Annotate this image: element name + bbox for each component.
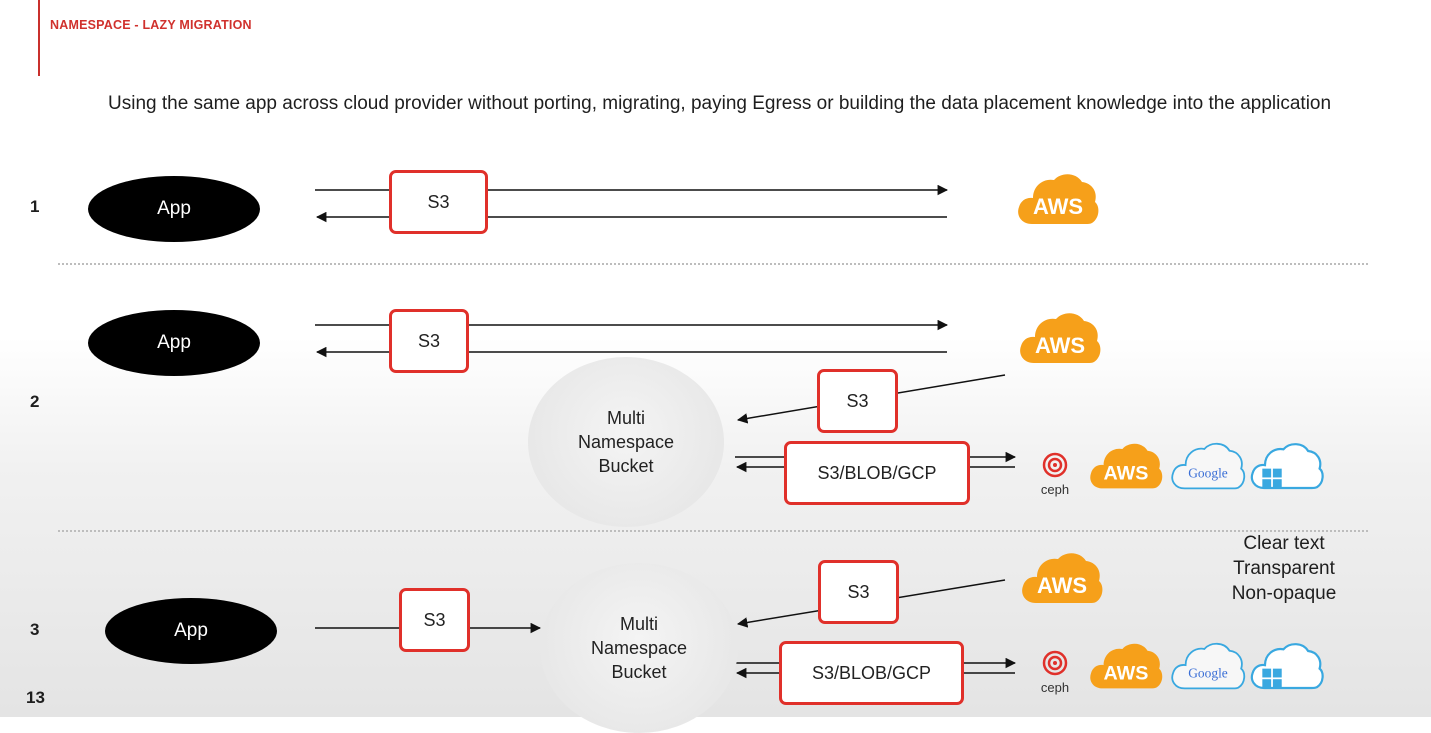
aws-cloud-icon: AWS <box>1088 640 1164 692</box>
slide-number: 13 <box>26 688 45 707</box>
header-rule <box>38 0 40 76</box>
svg-text:Google: Google <box>1188 666 1228 681</box>
r3-s3-mid-box: S3 <box>818 560 899 624</box>
svg-text:ceph: ceph <box>1041 482 1069 497</box>
bucket-label-line-1: Multi <box>619 614 658 634</box>
r2-s3-box: S3 <box>389 309 469 373</box>
ceph-icon: ceph <box>1033 648 1077 700</box>
note-line-2: Transparent <box>1233 558 1335 579</box>
svg-text:ceph: ceph <box>1041 680 1069 695</box>
r1-app-node: App <box>88 176 260 242</box>
r2-multi-namespace-bucket: Multi Namespace Bucket <box>528 357 724 527</box>
bucket-label-line-3: Bucket <box>598 456 654 476</box>
svg-text:AWS: AWS <box>1037 573 1087 598</box>
google-cloud-icon: Google <box>1170 640 1246 692</box>
aws-label: AWS <box>1033 194 1083 219</box>
aws-cloud-icon: AWS <box>1018 309 1102 367</box>
row-number-1: 1 <box>30 197 40 216</box>
slide-subtitle: Using the same app across cloud provider… <box>108 93 1332 114</box>
r3-multi-namespace-bucket: Multi Namespace Bucket <box>540 563 738 733</box>
note-line-3: Non-opaque <box>1231 583 1337 604</box>
r3-s3-box: S3 <box>399 588 470 652</box>
azure-cloud-icon <box>1250 438 1324 494</box>
r2-app-node: App <box>88 310 260 376</box>
bucket-label-line-2: Namespace <box>590 638 688 658</box>
r3-s3-blob-gcp-box: S3/BLOB/GCP <box>779 641 964 705</box>
slide-title: NAMESPACE - LAZY MIGRATION <box>50 18 252 32</box>
row-divider-1 <box>58 263 1368 265</box>
row-divider-2 <box>58 530 1368 532</box>
svg-text:AWS: AWS <box>1035 333 1085 358</box>
bucket-label-line-1: Multi <box>606 408 645 428</box>
bucket-label-line-2: Namespace <box>577 432 675 452</box>
ceph-icon: ceph <box>1033 450 1077 502</box>
r2-s3-blob-gcp-box: S3/BLOB/GCP <box>784 441 970 505</box>
svg-text:AWS: AWS <box>1104 662 1149 684</box>
transparency-note: Clear text Transparent Non-opaque <box>1200 531 1368 606</box>
note-line-1: Clear text <box>1243 533 1325 554</box>
google-cloud-icon: Google <box>1170 440 1246 492</box>
r1-s3-box: S3 <box>389 170 488 234</box>
row-number-2: 2 <box>30 392 40 411</box>
row-number-3: 3 <box>30 620 40 639</box>
r2-s3-mid-box: S3 <box>817 369 898 433</box>
svg-text:AWS: AWS <box>1104 462 1149 484</box>
bucket-label-line-3: Bucket <box>611 662 667 682</box>
aws-cloud-icon: AWS <box>1016 170 1100 228</box>
aws-cloud-icon: AWS <box>1088 440 1164 492</box>
azure-cloud-icon <box>1250 638 1324 694</box>
r3-app-node: App <box>105 598 277 664</box>
svg-text:Google: Google <box>1188 466 1228 481</box>
aws-cloud-icon: AWS <box>1020 549 1104 607</box>
